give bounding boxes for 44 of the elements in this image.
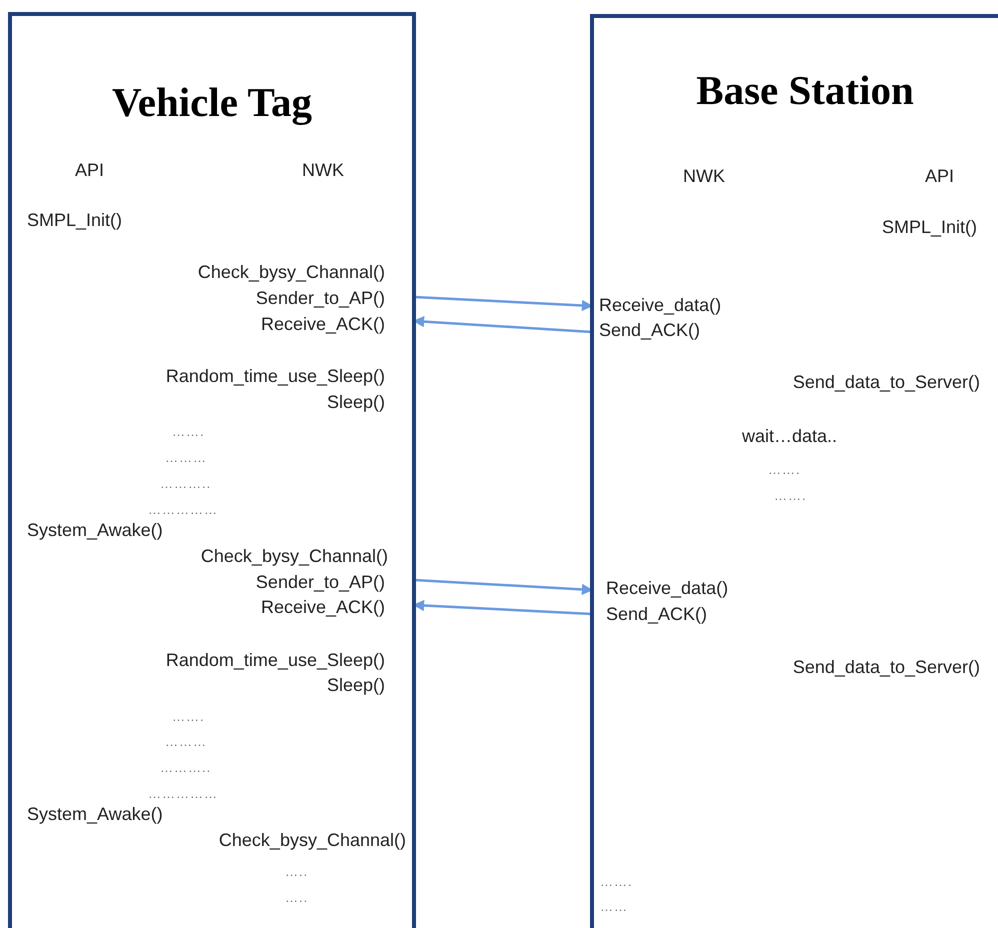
continuation-dots: ……. (172, 423, 205, 441)
function-label: Random_time_use_Sleep() (166, 366, 385, 386)
continuation-dots: ……. (600, 873, 633, 891)
device-panel (8, 12, 416, 928)
function-label: System_Awake() (27, 804, 163, 824)
function-label: wait…data.. (742, 426, 838, 446)
continuation-dots: ….. (285, 863, 308, 881)
continuation-dots: …………… (148, 785, 218, 803)
function-label: SMPL_Init() (27, 210, 122, 230)
function-label: Receive_ACK() (260, 314, 385, 334)
column-header: NWK (302, 160, 344, 180)
function-label: Check_bysy_Channal() (200, 546, 388, 566)
continuation-dots: ……….. (160, 759, 212, 777)
function-label: Receive_data() (606, 578, 728, 598)
function-label: Send_data_to_Server() (792, 657, 980, 677)
function-label: Sender_to_AP() (256, 288, 385, 308)
column-header: NWK (683, 166, 725, 186)
continuation-dots: ……. (768, 461, 801, 479)
function-label: Sleep() (326, 392, 385, 412)
device-panel (590, 14, 998, 928)
continuation-dots: ……. (774, 487, 807, 505)
function-label: Sleep() (326, 675, 385, 695)
function-label: SMPL_Init() (882, 217, 977, 237)
function-label: Random_time_use_Sleep() (166, 650, 385, 670)
continuation-dots: ……….. (160, 475, 212, 493)
panel-title: Vehicle Tag (112, 78, 312, 126)
column-header: API (75, 160, 104, 180)
panel-title: Base Station (696, 66, 914, 114)
function-label: Receive_data() (599, 295, 722, 315)
function-label: Check_bysy_Channal() (218, 830, 406, 850)
function-label: Send_ACK() (599, 320, 700, 340)
function-label: Send_ACK() (606, 604, 708, 624)
function-label: Receive_ACK() (260, 597, 385, 617)
function-label: Check_bysy_Channal() (198, 262, 385, 282)
continuation-dots: ……. (172, 708, 205, 726)
function-label: Sender_to_AP() (256, 572, 385, 592)
continuation-dots: …………… (148, 501, 218, 519)
continuation-dots: ……… (165, 449, 207, 467)
column-header: API (925, 166, 954, 186)
continuation-dots: ……… (165, 733, 207, 751)
continuation-dots: ….. (285, 889, 308, 907)
continuation-dots: …… (600, 898, 628, 916)
function-label: System_Awake() (27, 520, 163, 540)
function-label: Send_data_to_Server() (792, 372, 980, 392)
